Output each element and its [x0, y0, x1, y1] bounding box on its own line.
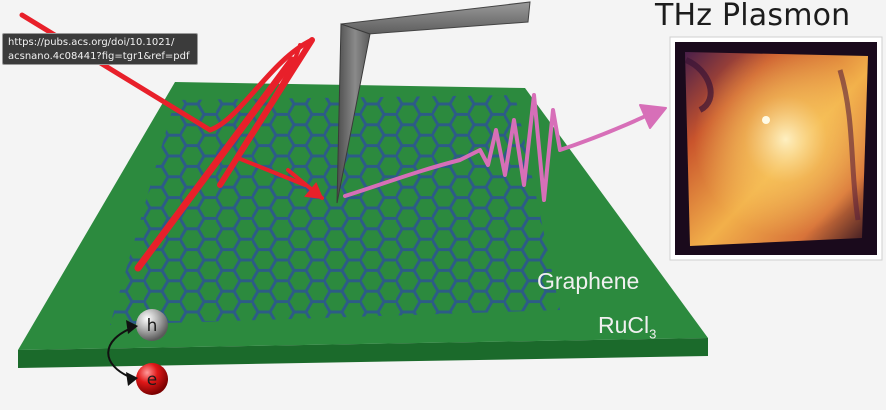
- hole-carrier: [136, 309, 168, 341]
- inset-title: THz Plasmon: [655, 0, 851, 33]
- url-tooltip-line-2: acsnano.4c08441?fig=tgr1&ref=pdf: [8, 51, 190, 62]
- hole-label: h: [147, 316, 158, 336]
- plasmon-arrow-head: [639, 104, 667, 129]
- electron-label: e: [147, 370, 157, 390]
- rucl3-label-base: RuCl: [598, 312, 650, 338]
- graphene-label: Graphene: [537, 268, 640, 294]
- electron-carrier: [136, 363, 168, 395]
- substrate-front-face: [18, 338, 708, 368]
- inset-plasmon-glow: [685, 52, 868, 246]
- laser-arrow-head: [304, 182, 324, 200]
- transfer-arrow: [107, 326, 135, 379]
- url-tooltip: https://pubs.acs.org/doi/10.1021/ acsnan…: [2, 33, 198, 65]
- rucl3-label: RuCl3: [598, 312, 656, 342]
- thz-plasmon-inset: [669, 36, 883, 261]
- url-tooltip-line-1: https://pubs.acs.org/doi/10.1021/: [8, 37, 175, 48]
- afm-tip-cone: [336, 23, 371, 204]
- charge-carriers: h e: [107, 309, 168, 395]
- transfer-arrowhead-bottom: [126, 372, 138, 386]
- transfer-arrowhead-top: [126, 320, 138, 334]
- incident-laser-beam: [19, 12, 324, 272]
- inset-hotspot: [762, 116, 770, 124]
- afm-cantilever: [340, 1, 531, 35]
- plasmon-wave: [343, 93, 667, 202]
- rucl3-label-subscript: 3: [649, 326, 657, 342]
- graphene-lattice: [110, 95, 560, 325]
- afm-tip: [336, 1, 531, 204]
